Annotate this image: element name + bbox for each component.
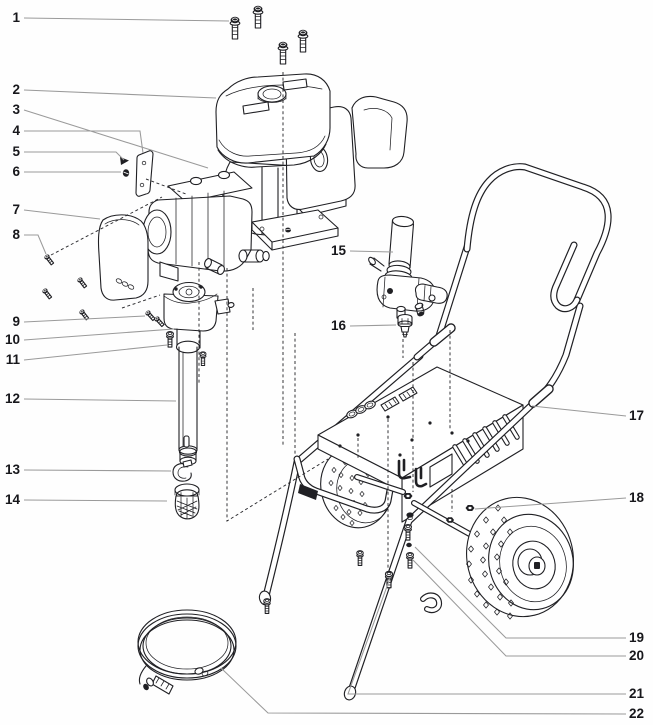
callout-washer: 19 [414, 546, 644, 645]
callout-engine: 2 [12, 82, 217, 99]
inlet-strainer [174, 483, 200, 520]
drive-assembly [142, 170, 270, 282]
callout-number-18: 18 [629, 490, 645, 505]
callout-number-15: 15 [331, 243, 347, 258]
leader-line-11 [23, 344, 168, 361]
callout-axle-nuts: 18 [474, 490, 645, 510]
callout-filter-assembly: 15 [331, 243, 394, 258]
right-wheel [466, 496, 574, 620]
leader-line-1 [23, 17, 230, 22]
callout-number-10: 10 [5, 332, 20, 347]
callout-engine-mounting-screws: 1 [12, 10, 230, 25]
callout-front-cover: 7 [12, 202, 101, 220]
callout-number-1: 1 [12, 10, 20, 25]
leader-line-12 [23, 398, 177, 402]
alignment-dashed-lines [50, 72, 453, 570]
callout-cover-screw: 6 [12, 164, 121, 179]
leader-line-9 [23, 315, 146, 323]
alignment-pin [120, 157, 129, 165]
leader-line-19 [414, 546, 626, 639]
front-cover [97, 214, 149, 301]
callout-cover-screws: 8 [12, 227, 47, 255]
tube-clip [172, 459, 193, 482]
deck-clamp [397, 458, 412, 480]
callout-inlet-strainer: 14 [5, 492, 168, 507]
callout-number-4: 4 [12, 123, 20, 138]
callout-deck-screw: 20 [412, 559, 644, 663]
callout-number-2: 2 [12, 82, 20, 97]
callout-number-5: 5 [12, 144, 20, 159]
leader-line-20 [412, 559, 626, 657]
callout-number-12: 12 [5, 391, 20, 406]
callout-pump-head: 10 [5, 328, 175, 347]
callout-gasket-plate: 4 [12, 123, 144, 154]
leader-line-2 [23, 89, 217, 99]
callout-leg-screw: 21 [347, 577, 645, 701]
drain-fitting [397, 313, 413, 338]
callout-drive-assembly: 3 [12, 102, 209, 169]
pump-head [163, 281, 235, 354]
leader-line-17 [531, 405, 627, 417]
leader-line-22 [220, 667, 627, 715]
filter-assembly [368, 215, 448, 321]
leader-line-21 [347, 577, 626, 695]
axle-fasteners [263, 493, 475, 614]
callout-pump-screw: 11 [6, 344, 168, 367]
suction-tube [178, 346, 198, 466]
cart-frame [258, 163, 612, 701]
leader-line-10 [23, 328, 175, 341]
callout-number-3: 3 [12, 102, 20, 117]
callout-drain-fitting: 16 [331, 318, 397, 333]
callout-alignment-pin: 5 [12, 144, 125, 161]
leader-line-4 [24, 130, 144, 154]
callout-number-6: 6 [12, 164, 20, 179]
gasket-plate [135, 150, 154, 197]
callout-number-14: 14 [5, 492, 21, 507]
leader-line-5 [24, 151, 125, 161]
callout-hose-assembly: 22 [220, 667, 644, 721]
callout-number-17: 17 [629, 408, 644, 423]
callout-number-20: 20 [629, 648, 644, 663]
callout-number-9: 9 [12, 314, 20, 329]
hose-coil [137, 609, 237, 695]
engine [215, 73, 408, 251]
callout-number-22: 22 [629, 706, 644, 721]
pump-mounting-screws [143, 308, 166, 328]
leader-line-18 [474, 497, 627, 510]
leader-line-7 [23, 209, 101, 220]
leader-line-14 [23, 499, 168, 502]
callout-number-11: 11 [6, 352, 21, 367]
cover-screws [40, 252, 91, 322]
callout-number-7: 7 [12, 202, 20, 217]
handle-loop [463, 163, 612, 313]
callout-suction-tube: 12 [5, 391, 177, 406]
deck-clamp [414, 466, 428, 488]
leader-line-13 [23, 469, 172, 472]
leader-line-3 [23, 109, 209, 169]
leader-line-15 [349, 250, 394, 253]
callout-number-16: 16 [331, 318, 347, 333]
right-rail-foot-cap [343, 685, 357, 701]
callout-number-13: 13 [5, 462, 21, 477]
deck-label-plate [429, 453, 453, 488]
callout-number-8: 8 [12, 227, 20, 242]
callout-number-19: 19 [629, 630, 644, 645]
callout-cart-frame: 17 [531, 405, 644, 423]
engine-mounting-screws [229, 5, 309, 65]
leader-line-16 [349, 324, 397, 327]
cover-screw [122, 169, 130, 177]
callout-tube-clip: 13 [5, 462, 172, 477]
wheel-guard-bracket [293, 455, 394, 514]
leader-line-8 [24, 234, 47, 255]
callout-pump-mounting-screws: 9 [12, 314, 146, 329]
callout-number-21: 21 [629, 686, 645, 701]
